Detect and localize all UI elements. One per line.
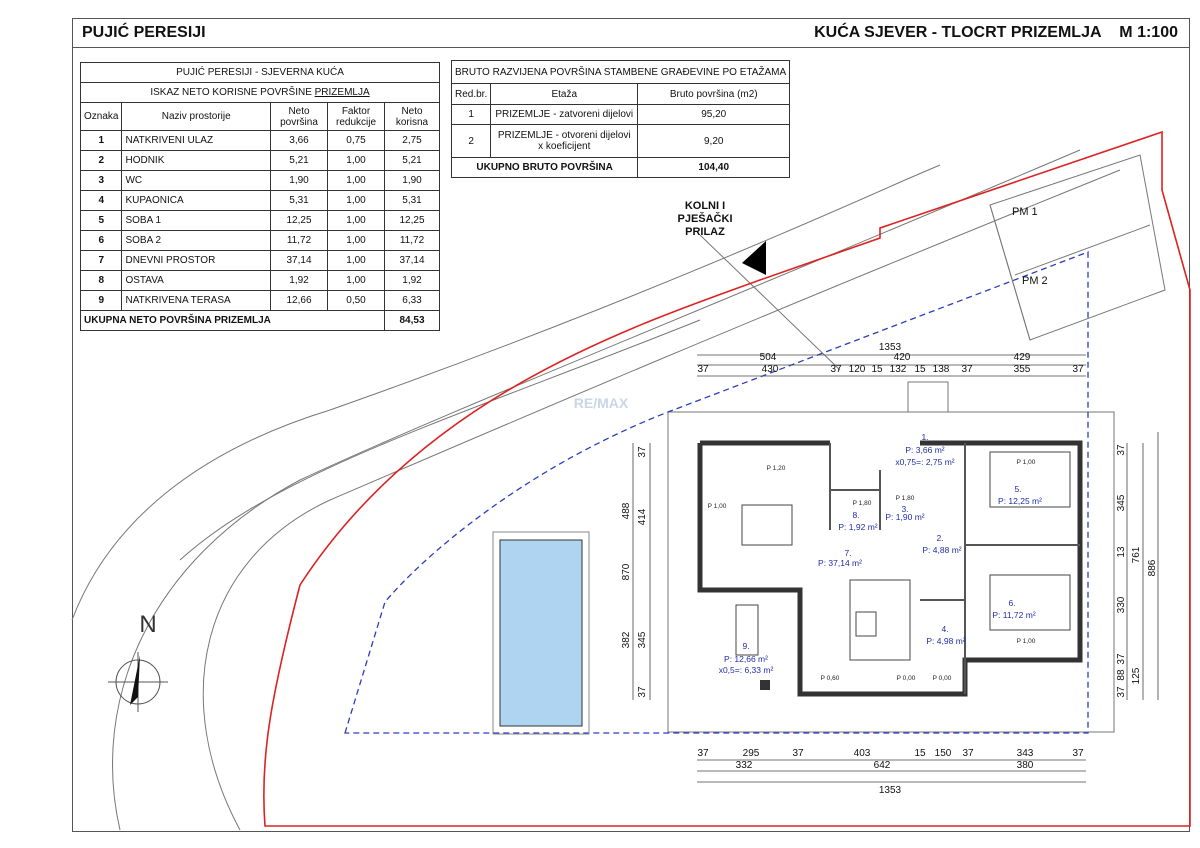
cell: 0,75 [327,130,385,151]
net-table-subtitle: ISKAZ NETO KORISNE POVRŠINE PRIZEMLJA [80,82,440,103]
cell: 12,66 [270,290,328,311]
net-table-title: PUJIĆ PERESIJI - SJEVERNA KUĆA [80,62,440,83]
cell: HODNIK [121,150,271,171]
cell: 1 [450,104,492,125]
col-header: Bruto površina (m2) [637,83,791,105]
cell: 95,20 [637,104,791,125]
cell: 1,92 [384,270,440,291]
cell: 37,14 [384,250,440,271]
cell: 3,66 [270,130,328,151]
cell: KUPAONICA [121,190,271,211]
cell: SOBA 2 [121,230,271,251]
cell: 1,00 [327,190,385,211]
col-header: Neto korisna [384,102,440,131]
cell: WC [121,170,271,191]
cell: NATKRIVENA TERASA [121,290,271,311]
project-title: PUJIĆ PERESIJI [82,24,206,41]
cell: 12,25 [384,210,440,231]
sheet-title: KUĆA SJEVER - TLOCRT PRIZEMLJA M 1:100 [814,24,1178,41]
cell: NATKRIVENI ULAZ [121,130,271,151]
cell: 6,33 [384,290,440,311]
net-total-value: 84,53 [384,310,440,331]
cell: 37,14 [270,250,328,271]
cell: OSTAVA [121,270,271,291]
col-header: Etaža [490,83,639,105]
cell: 1,00 [327,150,385,171]
cell: PRIZEMLJE - zatvoreni dijelovi [490,104,639,125]
cell: 1 [79,130,123,151]
cell: 1,00 [327,210,385,231]
cell: 9 [79,290,123,311]
cell: 7 [79,250,123,271]
cell: 3 [79,170,123,191]
col-header: Naziv prostorije [121,102,271,131]
cell: 5 [79,210,123,231]
cell: 2 [450,124,492,158]
gross-total-value: 104,40 [637,157,791,178]
gross-table-title: BRUTO RAZVIJENA POVRŠINA STAMBENE GRAĐEV… [450,60,791,84]
cell: 1,92 [270,270,328,291]
cell: DNEVNI PROSTOR [121,250,271,271]
cell: 9,20 [637,124,791,158]
cell: 12,25 [270,210,328,231]
cell: PRIZEMLJE - otvoreni dijelovi x koeficij… [490,124,639,158]
cell: 5,31 [270,190,328,211]
cell: 2 [79,150,123,171]
cell: 1,00 [327,170,385,191]
cell: 1,90 [384,170,440,191]
cell: 11,72 [384,230,440,251]
cell: SOBA 1 [121,210,271,231]
cell: 6 [79,230,123,251]
col-header: Red.br. [450,83,492,105]
net-total-label: UKUPNA NETO POVRŠINA PRIZEMLJA [80,310,385,331]
cell: 0,50 [327,290,385,311]
cell: 1,90 [270,170,328,191]
cell: 1,00 [327,250,385,271]
col-header: Oznaka [79,102,123,131]
cell: 1,00 [327,230,385,251]
cell: 8 [79,270,123,291]
cell: 5,21 [270,150,328,171]
cell: 1,00 [327,270,385,291]
gross-area-table: BRUTO RAZVIJENA POVRŠINA STAMBENE GRAĐEV… [450,60,791,178]
col-header: Faktor redukcije [327,102,385,131]
cell: 5,21 [384,150,440,171]
gross-total-label: UKUPNO BRUTO POVRŠINA [450,157,639,178]
title-block: PUJIĆ PERESIJI KUĆA SJEVER - TLOCRT PRIZ… [72,18,1190,48]
col-header: Neto površina [270,102,328,131]
net-area-table: PUJIĆ PERESIJI - SJEVERNA KUĆA ISKAZ NET… [79,62,440,331]
cell: 2,75 [384,130,440,151]
cell: 11,72 [270,230,328,251]
cell: 5,31 [384,190,440,211]
cell: 4 [79,190,123,211]
